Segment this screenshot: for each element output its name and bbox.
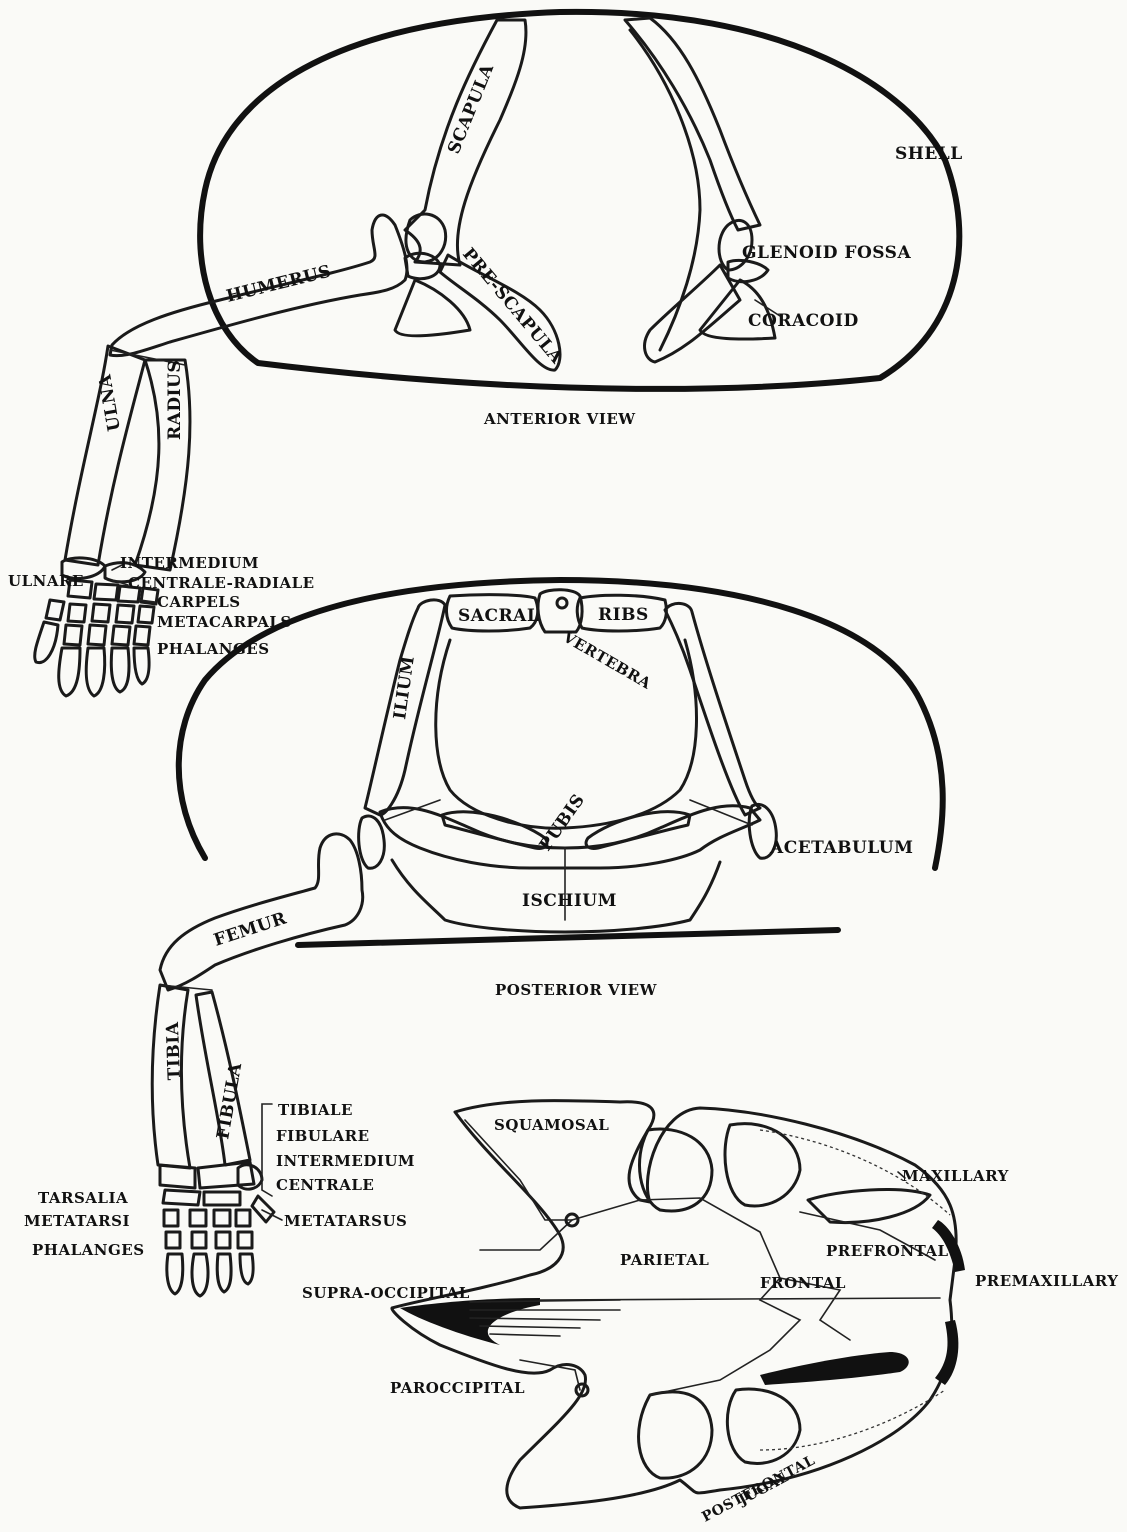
label-pubis: PUBIS	[536, 790, 590, 854]
label-frontal: FRONTAL	[760, 1274, 846, 1292]
left-obturator-foramen	[442, 812, 547, 849]
right-coracoid-bone	[645, 265, 740, 362]
label-centrale-radiale: CENTRALE-RADIALE	[128, 574, 315, 592]
lower-temporal-opening	[639, 1392, 712, 1478]
label-fibula: FIBULA	[213, 1061, 246, 1141]
sagittal-suture-zigzag	[572, 1198, 800, 1395]
right-prescapula-bone	[630, 30, 700, 350]
label-maxillary: MAXILLARY	[902, 1167, 1009, 1185]
jugal-dark-streak	[760, 1352, 909, 1385]
orbit-lower	[727, 1389, 800, 1463]
caption-posterior-view: POSTERIOR VIEW	[495, 981, 658, 999]
label-ilium: ILIUM	[390, 655, 419, 721]
squamosal-suture	[465, 1120, 572, 1220]
label-fibulare: FIBULARE	[276, 1127, 370, 1145]
jugal-dashed	[760, 1390, 945, 1450]
label-coracoid: CORACOID	[748, 311, 859, 331]
label-radius: RADIUS	[165, 360, 185, 440]
label-squamosal: SQUAMOSAL	[494, 1116, 609, 1134]
anterior-shell-outline	[200, 12, 959, 389]
caption-anterior-view: ANTERIOR VIEW	[483, 410, 636, 428]
label-intermedium-hind: INTERMEDIUM	[276, 1152, 415, 1170]
posterior-view: SACRAL RIBS VERTEBRA ILIUM PUBIS ACETABU…	[24, 580, 943, 1296]
label-pre-scapula: PRE-SCAPULA	[458, 244, 566, 368]
label-parietal: PARIETAL	[620, 1251, 709, 1269]
label-ulnare: ULNARE	[8, 572, 84, 590]
label-vertebra: VERTEBRA	[559, 627, 654, 692]
hindlimb-digits	[164, 1196, 274, 1296]
supra-occipital-crest-ink	[400, 1298, 540, 1345]
label-shell: SHELL	[895, 144, 963, 164]
premaxillary-dark-band-lower	[935, 1320, 958, 1385]
orbit-upper	[725, 1124, 800, 1206]
skull-view: SQUAMOSAL MAXILLARY PREFRONTAL PARIETAL …	[302, 1101, 1119, 1526]
label-tibiale: TIBIALE	[278, 1101, 353, 1119]
forelimb-digits	[35, 600, 154, 696]
label-centrale: CENTRALE	[276, 1176, 374, 1194]
label-tibia: TIBIA	[163, 1021, 185, 1081]
label-humerus: HUMERUS	[224, 261, 333, 306]
label-intermedium: INTERMEDIUM	[120, 554, 259, 572]
skull-midline-suture	[540, 1298, 940, 1300]
label-sacral: SACRAL	[458, 606, 539, 626]
parietal-suture-left	[480, 1220, 572, 1250]
right-glenoid-cap	[728, 260, 768, 281]
label-premaxillary: PREMAXILLARY	[975, 1272, 1119, 1290]
label-tarsalia: TARSALIA	[38, 1189, 128, 1207]
left-coracoid-bone	[395, 280, 470, 336]
label-paroccipital: PAROCCIPITAL	[390, 1379, 525, 1397]
label-supra-occipital: SUPRA-OCCIPITAL	[302, 1284, 470, 1302]
label-ribs: RIBS	[598, 605, 649, 625]
tarsal-label-bracket	[262, 1104, 272, 1196]
right-obturator-foramen	[586, 812, 690, 849]
hindlimb-tarsals	[160, 1162, 262, 1205]
vertebral-canal	[557, 598, 567, 608]
label-prefrontal: PREFRONTAL	[826, 1242, 949, 1260]
right-ilium-bone	[665, 603, 760, 815]
femur-bone	[160, 834, 363, 990]
label-carpels: CARPELS	[157, 593, 241, 611]
label-metatarsus: METATARSUS	[284, 1212, 407, 1230]
label-ischium: ISCHIUM	[522, 891, 617, 911]
label-glenoid-fossa: GLENOID FOSSA	[742, 243, 911, 263]
left-acetabulum	[359, 816, 385, 868]
label-ulna: ULNA	[95, 372, 125, 432]
sacral-vertebra	[538, 590, 582, 632]
label-metatarsi: METATARSI	[24, 1212, 130, 1230]
label-acetabulum: ACETABULUM	[769, 838, 913, 858]
label-phalanges-hind: PHALANGES	[32, 1241, 145, 1259]
